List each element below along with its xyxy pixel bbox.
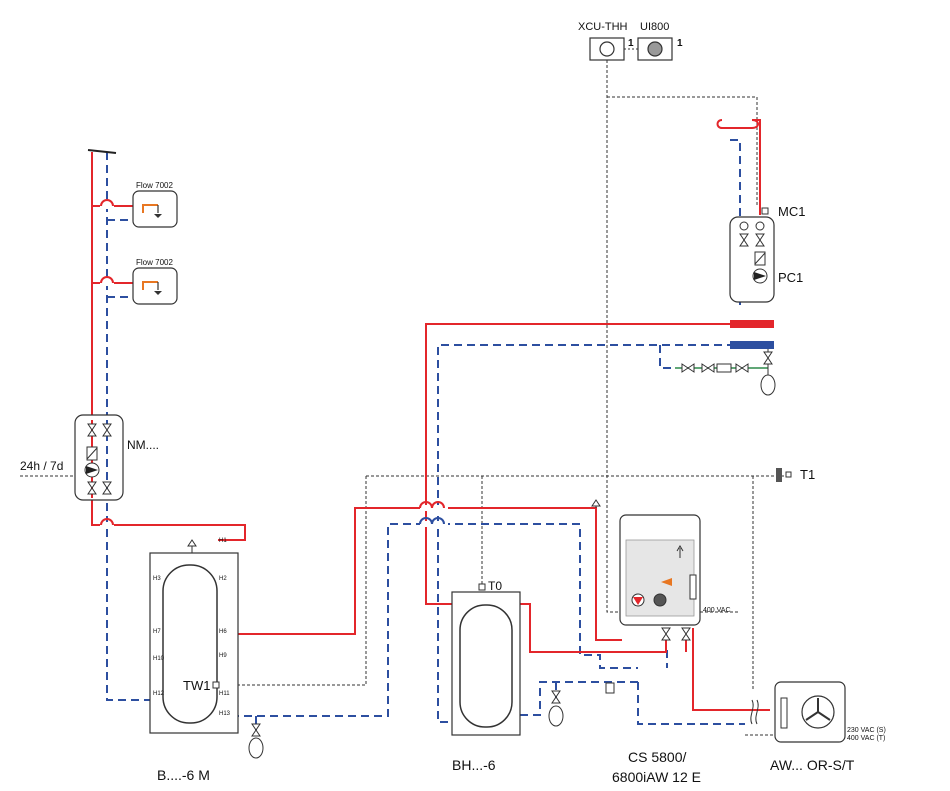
svg-text:H10: H10	[153, 656, 165, 662]
fill-assembly[interactable]	[675, 349, 776, 396]
tap-unit-1[interactable]	[132, 190, 178, 228]
tap-unit-2[interactable]	[132, 267, 178, 305]
svg-text:H3: H3	[153, 576, 161, 582]
tap-label-1: Flow 7002	[136, 181, 173, 190]
xcu-label: XCU-THH	[578, 21, 628, 33]
buffer-tank-name: BH...-6	[452, 757, 496, 773]
indoor-unit-name-1: CS 5800/	[628, 749, 686, 765]
return-manifold	[730, 341, 774, 349]
dhw-tank-name: B....-6 M	[157, 767, 210, 783]
circulation-station[interactable]	[74, 414, 124, 501]
svg-text:H6: H6	[219, 629, 227, 635]
outdoor-sensor[interactable]	[776, 468, 792, 482]
indoor-unit-valves	[661, 627, 691, 641]
dhw-tank-sensor-label: TW1	[183, 678, 210, 693]
indoor-unit[interactable]	[591, 499, 701, 626]
svg-text:H9: H9	[219, 653, 227, 659]
heating-circuit-module[interactable]	[729, 207, 775, 303]
tank-port-labels: H1 H2 H3 H6 H7 H9 H10 H11 H12 H13	[153, 538, 231, 717]
svg-text:H13: H13	[219, 711, 231, 717]
pump-label: PC1	[778, 270, 803, 285]
ui-label: UI800	[640, 21, 669, 33]
outdoor-unit-power-1: 230 VAC (S)	[847, 727, 886, 734]
tap-label-2: Flow 7002	[136, 258, 173, 267]
outdoor-unit[interactable]	[750, 681, 846, 743]
circulation-label: NM....	[127, 438, 159, 452]
svg-text:H1: H1	[219, 538, 227, 544]
mixer-label: MC1	[778, 204, 805, 219]
outdoor-unit-power-2: 400 VAC (T)	[847, 735, 885, 742]
xcu-number: 1	[628, 38, 634, 49]
svg-text:H11: H11	[219, 691, 230, 697]
dhw-expansion-vessel	[248, 723, 264, 759]
ui-number: 1	[677, 38, 683, 49]
supply-manifold	[730, 320, 774, 328]
outdoor-unit-name: AW... OR-S/T	[770, 757, 855, 773]
buffer-sensor-label: T0	[488, 579, 502, 593]
outdoor-sensor-label: T1	[800, 467, 815, 482]
return-pipes	[106, 139, 745, 730]
timer-label: 24h / 7d	[20, 459, 63, 473]
svg-text:H7: H7	[153, 629, 161, 635]
buffer-expansion-vessel	[548, 682, 615, 727]
control-units[interactable]	[589, 37, 673, 61]
indoor-unit-name-2: 6800iAW 12 E	[612, 769, 701, 785]
pipe-crossings	[100, 203, 448, 528]
signal-lines	[20, 60, 784, 736]
dhw-tank[interactable]	[149, 539, 239, 734]
indoor-unit-power: 400 VAC	[703, 607, 731, 614]
buffer-tank[interactable]	[451, 583, 521, 736]
svg-text:H12: H12	[153, 691, 165, 697]
svg-text:H2: H2	[219, 576, 227, 582]
